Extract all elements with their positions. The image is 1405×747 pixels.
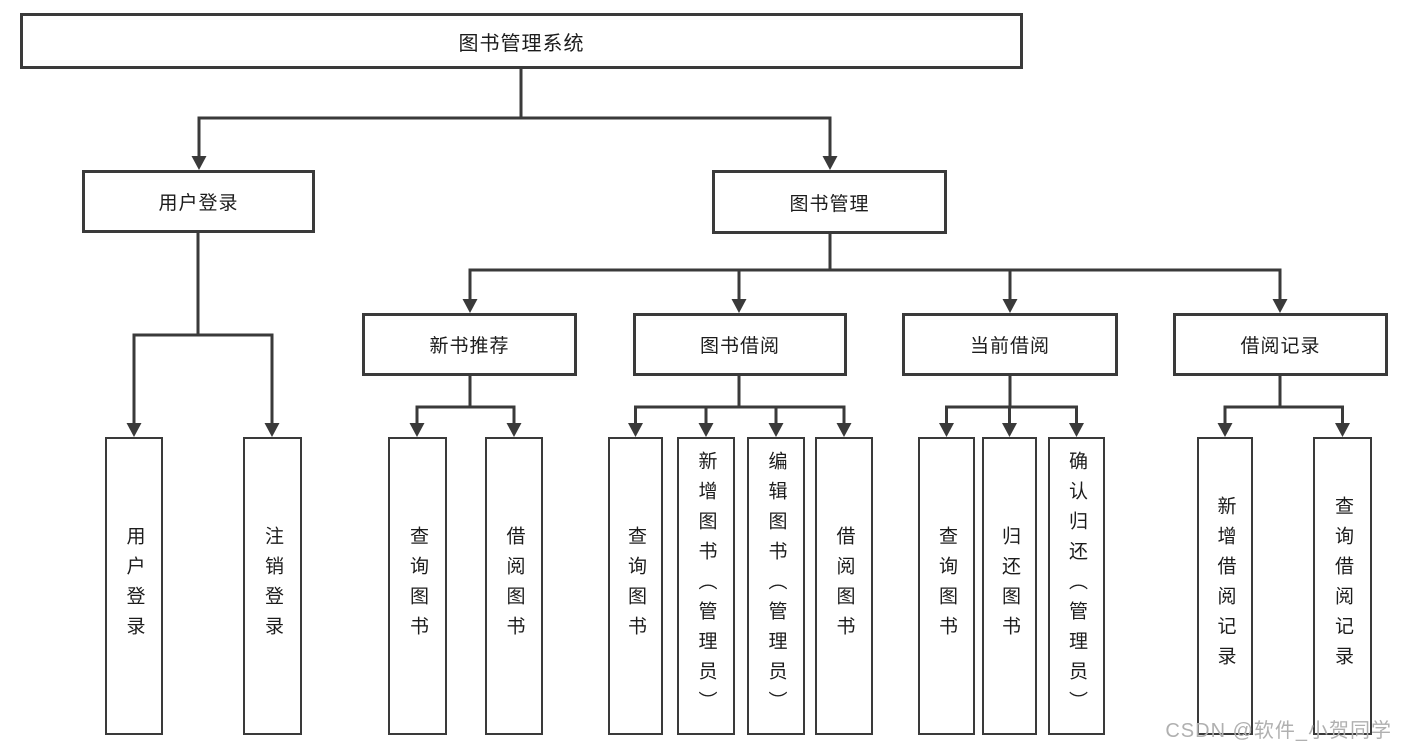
node-library-management-system: 图书管理系统 [20,13,1023,69]
leaf-query-borrow-record: 查询借阅记录 [1313,437,1372,735]
leaf-return-books: 归还图书 [982,437,1037,735]
leaf-query-books-borrowing: 查询图书 [608,437,663,735]
leaf-add-book-admin: 新增图书（管理员） [677,437,735,735]
arrowheads [126,156,1350,437]
leaf-query-books-recommend: 查询图书 [388,437,447,735]
leaf-borrow-books-recommend: 借阅图书 [485,437,543,735]
leaf-add-borrow-record: 新增借阅记录 [1197,437,1253,735]
node-current-borrowing: 当前借阅 [902,313,1118,376]
leaf-query-books-current: 查询图书 [918,437,975,735]
node-book-management: 图书管理 [712,170,947,234]
connector-path [132,67,1344,427]
node-borrowing-records: 借阅记录 [1173,313,1388,376]
leaf-confirm-return-admin: 确认归还（管理员） [1048,437,1105,735]
leaf-logout: 注销登录 [243,437,302,735]
node-new-book-recommendation: 新书推荐 [362,313,577,376]
leaf-user-login: 用户登录 [105,437,163,735]
leaf-edit-book-admin: 编辑图书（管理员） [747,437,805,735]
leaf-borrow-books: 借阅图书 [815,437,873,735]
node-user-login: 用户登录 [82,170,315,233]
csdn-watermark: CSDN @软件_小贺同学 [1165,720,1392,742]
node-book-borrowing: 图书借阅 [633,313,847,376]
